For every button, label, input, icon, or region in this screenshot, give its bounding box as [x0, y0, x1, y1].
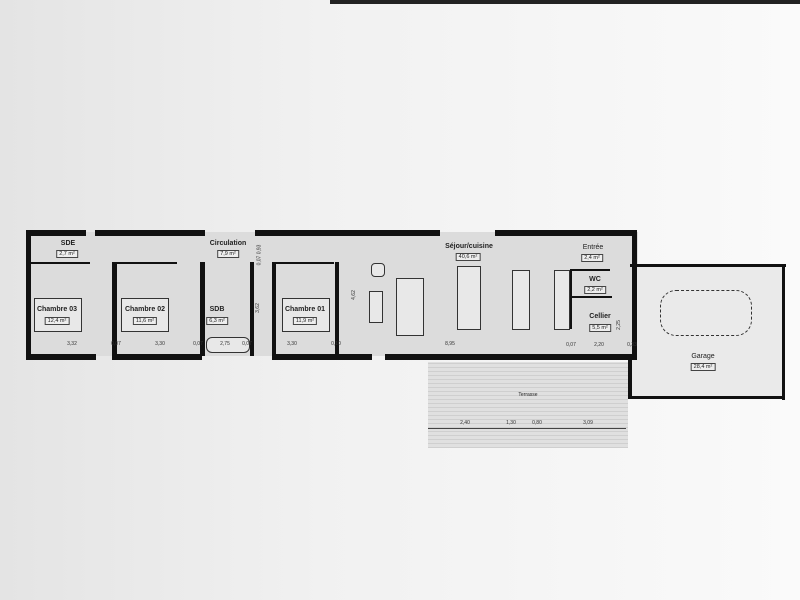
dimension: 8,95	[445, 341, 455, 347]
dimension: 0,07	[193, 341, 203, 347]
sofa	[396, 278, 424, 336]
dimension: 0,07 0,93	[256, 244, 263, 266]
wall-top	[255, 230, 440, 236]
wall-partition	[28, 262, 90, 264]
dimension: 0,10	[331, 341, 341, 347]
room-area-sdb: 6,3 m²	[206, 317, 228, 325]
dimension: 1,30	[506, 420, 516, 426]
dimension: 2,20	[594, 342, 604, 348]
room-area-wc: 2,2 m²	[584, 286, 606, 294]
dimension: 2,40	[460, 420, 470, 426]
wall-partition	[570, 269, 610, 271]
coffee-table	[369, 291, 383, 323]
dimension: 2,25	[615, 320, 622, 330]
dimension: 0,33	[627, 342, 637, 348]
room-name-chambre02: Chambre 02	[124, 306, 166, 313]
room-area-entree: 2,4 m²	[581, 254, 603, 262]
room-area-sejour: 40,6 m²	[455, 253, 481, 261]
wall-garage	[630, 264, 786, 267]
dimension: 3,62	[254, 303, 261, 313]
wall-partition	[570, 269, 572, 329]
wall-top	[95, 230, 205, 236]
wall-right	[632, 230, 637, 360]
kitchen-counter	[554, 270, 570, 330]
wall-partition	[200, 262, 205, 356]
dimension: 2,75	[220, 341, 230, 347]
scan-top-edge	[330, 0, 800, 4]
wall-partition	[276, 262, 334, 264]
room-name-terrasse: Terrasse	[518, 392, 538, 398]
room-area-circulation: 7,9 m²	[217, 250, 239, 258]
wall-garage	[782, 264, 785, 400]
wall-bottom	[112, 354, 202, 360]
room-area-chambre02: 11,6 m²	[132, 317, 158, 325]
room-area-cellier: 5,5 m²	[589, 324, 611, 332]
wall-partition	[272, 262, 276, 356]
room-name-wc: WC	[589, 276, 601, 283]
dimension: 0,07	[566, 342, 576, 348]
wall-partition	[112, 262, 117, 356]
bed	[282, 298, 330, 332]
room-name-cellier: Cellier	[589, 313, 611, 320]
room-name-sde: SDE	[60, 240, 76, 247]
wall-left	[26, 230, 31, 360]
wall-partition	[335, 262, 339, 356]
wall-bottom	[26, 354, 96, 360]
room-name-sejour: Séjour/cuisine	[445, 243, 493, 250]
wall-bottom	[385, 354, 635, 360]
house-floor	[28, 232, 638, 356]
garage-floor	[632, 266, 784, 398]
bed	[121, 298, 169, 332]
dimension: 3,30	[287, 341, 297, 347]
wall-bottom	[272, 354, 372, 360]
dimension: 4,62	[350, 290, 357, 300]
dimension: 3,09	[583, 420, 593, 426]
room-name-chambre01: Chambre 01	[284, 306, 326, 313]
wall-garage	[628, 396, 785, 399]
room-name-circulation: Circulation	[209, 240, 247, 247]
wall-top	[495, 230, 637, 236]
dimension: 0,07	[242, 341, 252, 347]
dimension: 0,07	[111, 341, 121, 347]
dining-table	[457, 266, 481, 330]
bed	[34, 298, 82, 332]
room-name-entree: Entrée	[582, 244, 604, 251]
kitchen-island	[512, 270, 530, 330]
armchair	[371, 263, 385, 277]
terrace-area	[428, 362, 628, 448]
room-name-sdb: SDB	[209, 306, 225, 313]
dimension: 0,80	[532, 420, 542, 426]
wall-top	[28, 230, 86, 236]
car-outline	[660, 290, 752, 336]
room-name-garage: Garage	[691, 353, 715, 360]
room-area-chambre01: 11,9 m²	[292, 317, 318, 325]
room-area-chambre03: 12,4 m²	[44, 317, 70, 325]
wall-garage	[628, 356, 632, 398]
dimension: 3,32	[67, 341, 77, 347]
dimension: 3,30	[155, 341, 165, 347]
room-area-sde: 2,7 m²	[56, 250, 78, 258]
bathtub	[206, 337, 250, 353]
room-area-garage: 28,4 m²	[690, 363, 716, 371]
terrace-dimension-line	[428, 428, 626, 429]
wall-partition	[250, 262, 254, 356]
room-name-chambre03: Chambre 03	[36, 306, 78, 313]
wall-partition	[572, 296, 612, 298]
wall-partition	[117, 262, 177, 264]
